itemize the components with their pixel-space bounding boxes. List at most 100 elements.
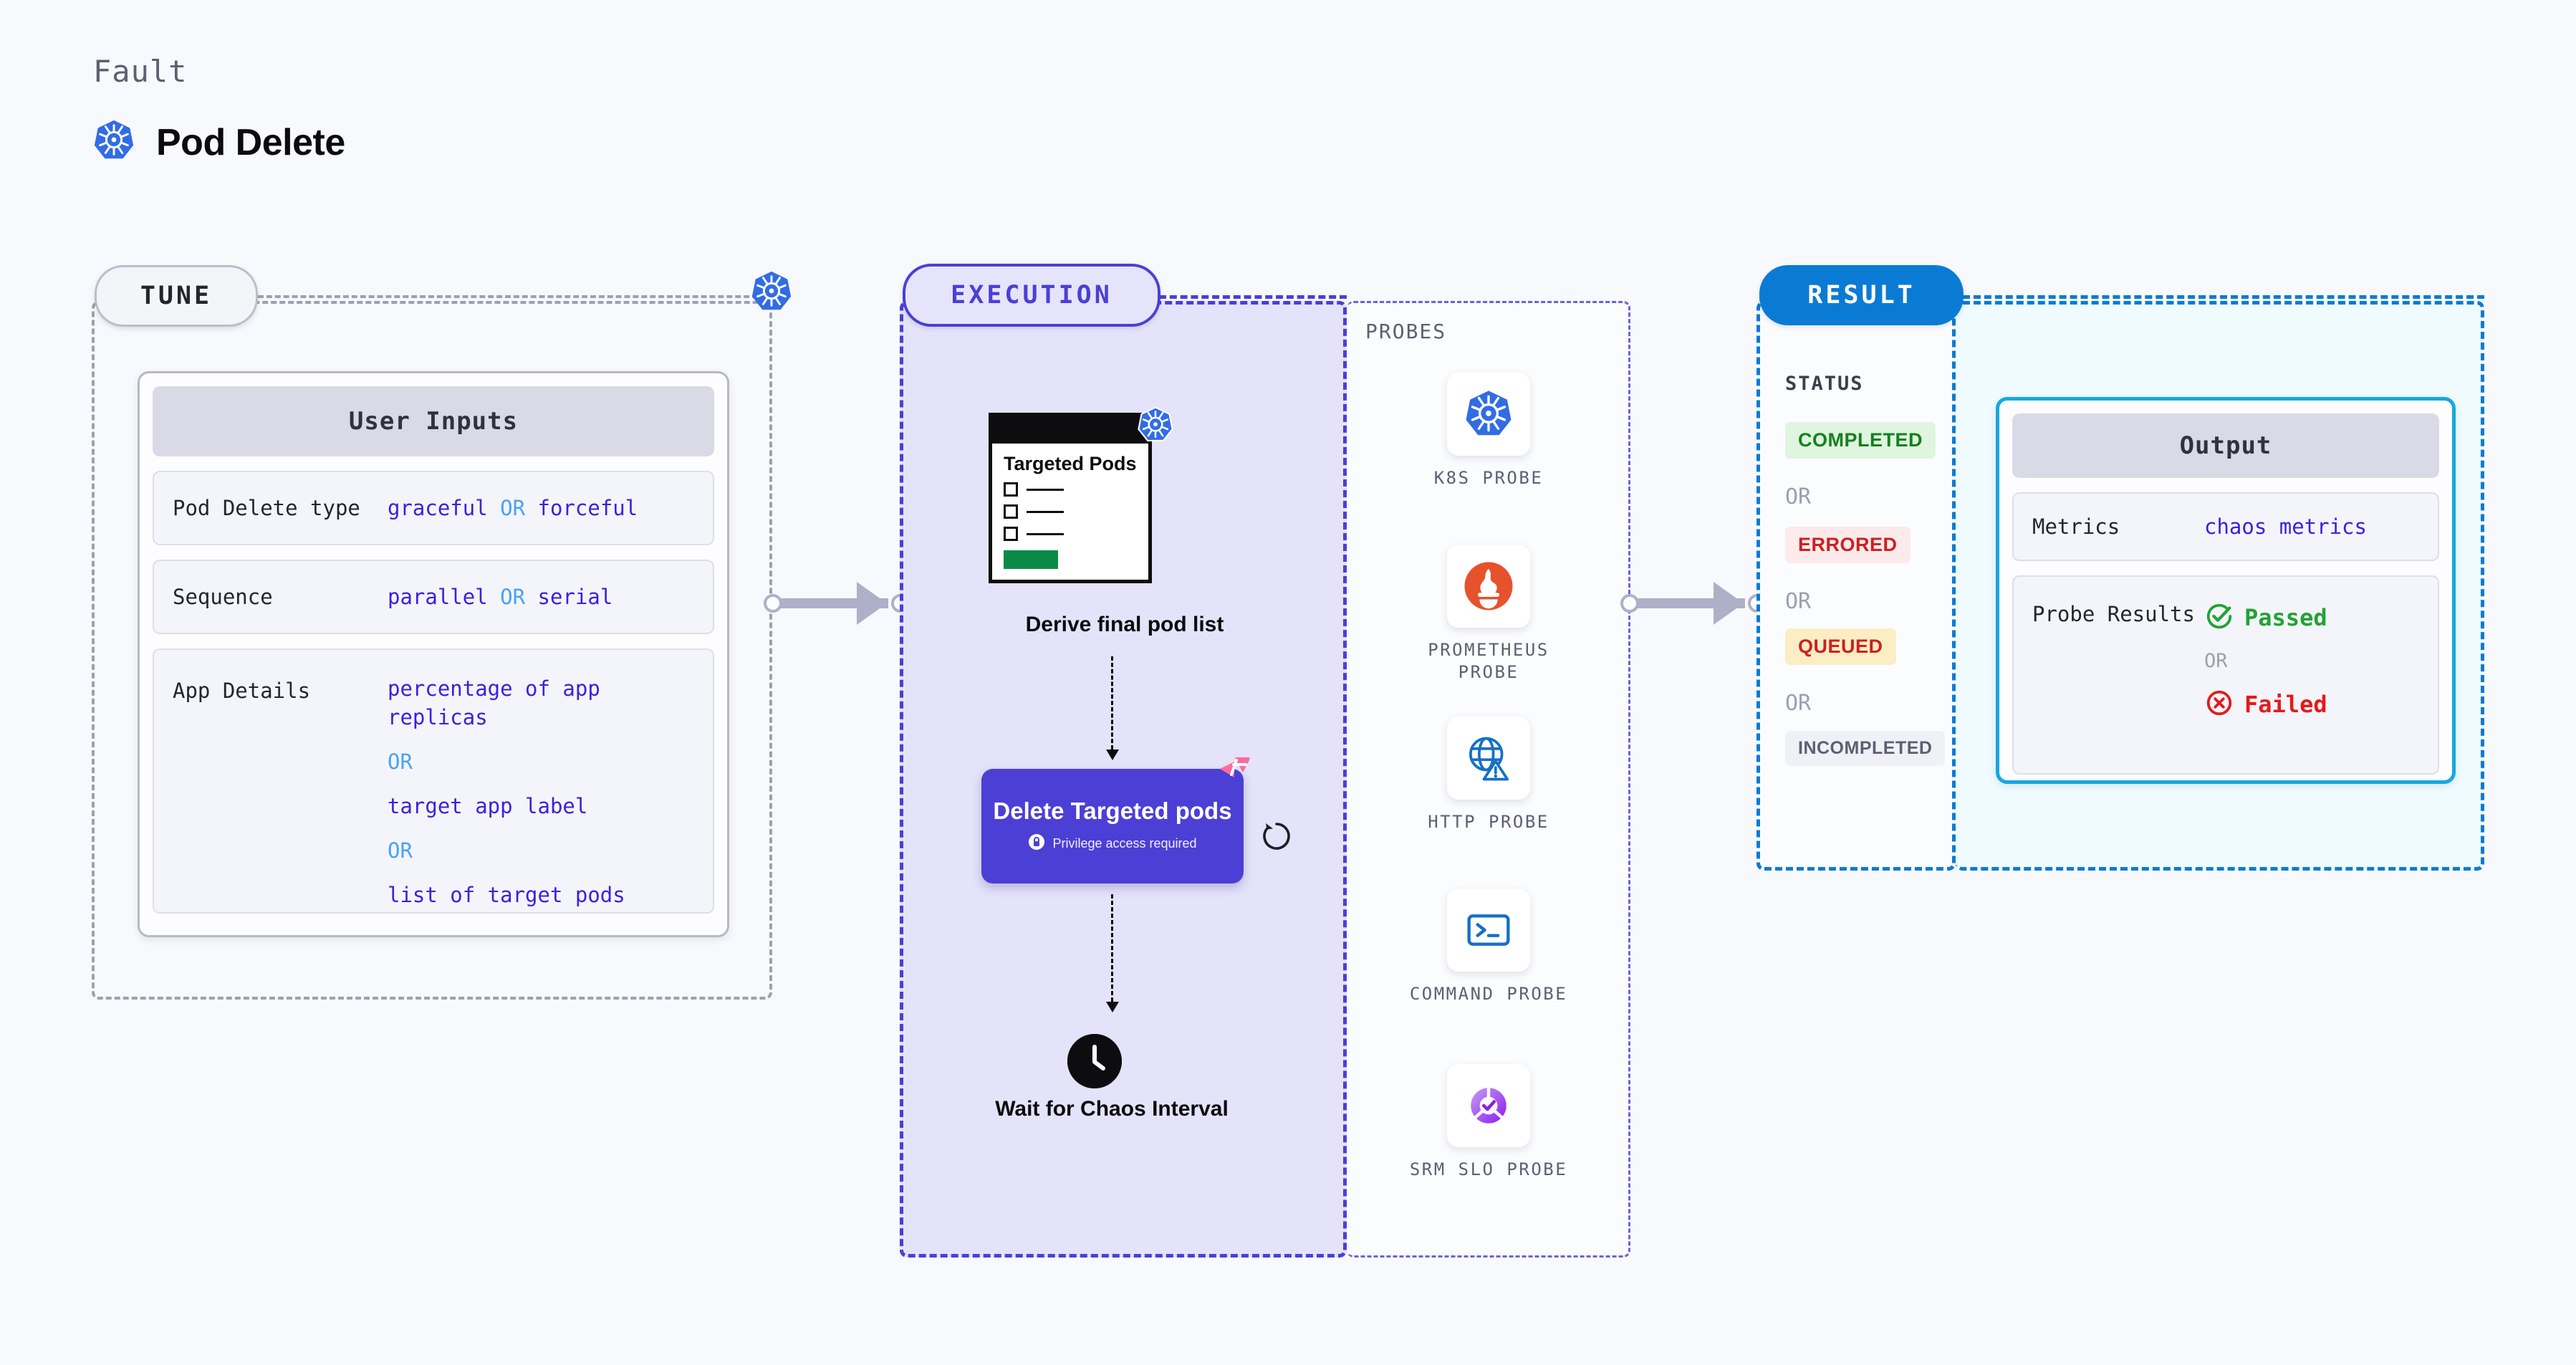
status-badge-label: ERRORED <box>1785 527 1911 563</box>
list-line <box>1027 532 1064 535</box>
probe-item-prometheus[interactable]: PROMETHEUS PROBE <box>1406 545 1571 684</box>
execution-pill-connector <box>1159 295 1347 299</box>
status-separator: OR <box>1785 691 1812 716</box>
connector-dot <box>1620 594 1639 613</box>
terminal-icon <box>1447 889 1530 972</box>
kubernetes-icon <box>92 118 136 166</box>
probe-label: HTTP PROBE <box>1428 812 1549 832</box>
derive-pod-list-caption: Derive final pod list <box>1025 613 1224 636</box>
probes-label: PROBES <box>1365 320 1447 343</box>
status-badge-label: INCOMPLETED <box>1785 731 1946 766</box>
table-row: App Details percentage of app replicas O… <box>153 648 714 914</box>
probe-label: PROMETHEUS PROBE <box>1428 640 1549 683</box>
privilege-text: Privilege access required <box>1052 836 1197 851</box>
list-line <box>1027 510 1064 513</box>
row-value: list of target pods <box>388 883 625 908</box>
connector-dot <box>764 594 782 613</box>
check-circle-icon <box>2204 601 2234 634</box>
retry-loop-icon[interactable] <box>1259 819 1294 857</box>
privilege-notice: Privilege access required <box>1028 833 1197 854</box>
flow-connector <box>1111 656 1113 749</box>
execution-section-pill[interactable]: EXECUTION <box>903 264 1160 327</box>
status-badge-label: COMPLETED <box>1785 422 1936 459</box>
probe-item-command[interactable]: COMMAND PROBE <box>1406 889 1571 1005</box>
status-badge: QUEUED <box>1785 628 1896 665</box>
probe-label: COMMAND PROBE <box>1409 984 1568 1004</box>
targeted-pods-title: Targeted Pods <box>1004 453 1137 474</box>
wait-chaos-interval-caption: Wait for Chaos Interval <box>995 1097 1229 1121</box>
probe-result-passed: Passed <box>2204 601 2327 634</box>
table-row: Probe Results Passed OR <box>2012 575 2439 775</box>
page-title: Pod Delete <box>156 121 345 163</box>
checkbox-icon <box>1004 482 1018 497</box>
row-value: graceful <box>388 496 488 520</box>
kubernetes-icon <box>1136 406 1175 448</box>
table-row: Sequence parallel OR serial <box>153 560 714 634</box>
output-card-title: Output <box>2012 413 2439 478</box>
checkbox-icon <box>1004 527 1018 542</box>
row-value: percentage of app replicas <box>388 676 600 730</box>
result-section-pill[interactable]: RESULT <box>1759 265 1964 325</box>
kubernetes-icon <box>1447 373 1530 456</box>
row-value: serial <box>537 585 613 609</box>
probe-result-failed: Failed <box>2204 688 2327 721</box>
status-badge-label: QUEUED <box>1785 628 1896 665</box>
probe-result-separator: OR <box>2204 650 2228 672</box>
probe-item-srm-slo[interactable]: SRM SLO PROBE <box>1406 1064 1571 1181</box>
list-item <box>1004 504 1148 519</box>
row-key: Pod Delete type <box>173 496 360 520</box>
flow-arrowhead <box>1106 749 1119 760</box>
checkbox-icon <box>1004 504 1018 519</box>
status-label: STATUS <box>1785 373 1864 395</box>
row-key: Metrics <box>2032 514 2120 539</box>
clock-icon <box>1067 1034 1122 1088</box>
delete-targeted-pods-node[interactable]: Delete Targeted pods Privilege access re… <box>981 769 1244 883</box>
table-row: Pod Delete type graceful OR forceful <box>153 471 714 545</box>
user-inputs-card-title: User Inputs <box>153 386 714 456</box>
row-separator: OR <box>500 496 526 520</box>
user-inputs-card: User Inputs Pod Delete type graceful OR … <box>138 371 729 937</box>
delete-node-title: Delete Targeted pods <box>993 797 1232 824</box>
x-circle-icon <box>2204 688 2234 721</box>
lock-icon <box>1028 833 1045 854</box>
row-key: Sequence <box>173 585 273 609</box>
list-item <box>1004 527 1148 542</box>
kubernetes-icon <box>749 269 794 314</box>
globe-warning-icon <box>1447 717 1530 800</box>
prometheus-icon <box>1447 545 1530 628</box>
flow-arrowhead <box>1106 1002 1119 1012</box>
list-item <box>1004 482 1148 497</box>
list-line <box>1027 488 1064 491</box>
tune-section-pill[interactable]: TUNE <box>95 265 258 327</box>
tune-panel <box>92 301 772 1000</box>
progress-bar <box>1004 550 1058 570</box>
status-badge: COMPLETED <box>1785 422 1936 459</box>
probe-item-http[interactable]: HTTP PROBE <box>1406 717 1571 833</box>
fault-eyebrow-label: Fault <box>93 54 188 89</box>
row-value: forceful <box>537 496 638 520</box>
row-value: chaos metrics <box>2204 514 2367 539</box>
connector-arrowhead <box>1714 582 1744 625</box>
row-key: Probe Results <box>2032 602 2195 626</box>
probe-label: K8S PROBE <box>1433 468 1544 488</box>
targeted-pods-card: Targeted Pods <box>989 413 1152 583</box>
fault-title-row: Pod Delete <box>92 118 345 166</box>
row-value: parallel <box>388 585 488 609</box>
table-row: Metrics chaos metrics <box>2012 492 2439 561</box>
status-badge: INCOMPLETED <box>1785 731 1946 766</box>
result-pill-connector <box>1963 295 2484 299</box>
status-separator: OR <box>1785 589 1812 614</box>
probe-result-label: Failed <box>2244 691 2327 718</box>
connector-arrowhead <box>857 582 887 625</box>
probe-result-label: Passed <box>2244 604 2327 631</box>
row-key: App Details <box>173 679 311 703</box>
row-value: target app label <box>388 794 588 819</box>
probe-label: SRM SLO PROBE <box>1409 1159 1568 1179</box>
tune-pill-connector <box>258 295 758 298</box>
row-separator: OR <box>388 838 413 863</box>
flow-connector <box>1111 894 1113 1002</box>
status-badge: ERRORED <box>1785 527 1911 563</box>
probe-item-k8s[interactable]: K8S PROBE <box>1406 373 1571 489</box>
row-separator: OR <box>500 585 526 609</box>
output-card: Output Metrics chaos metrics Probe Resul… <box>1996 397 2456 784</box>
